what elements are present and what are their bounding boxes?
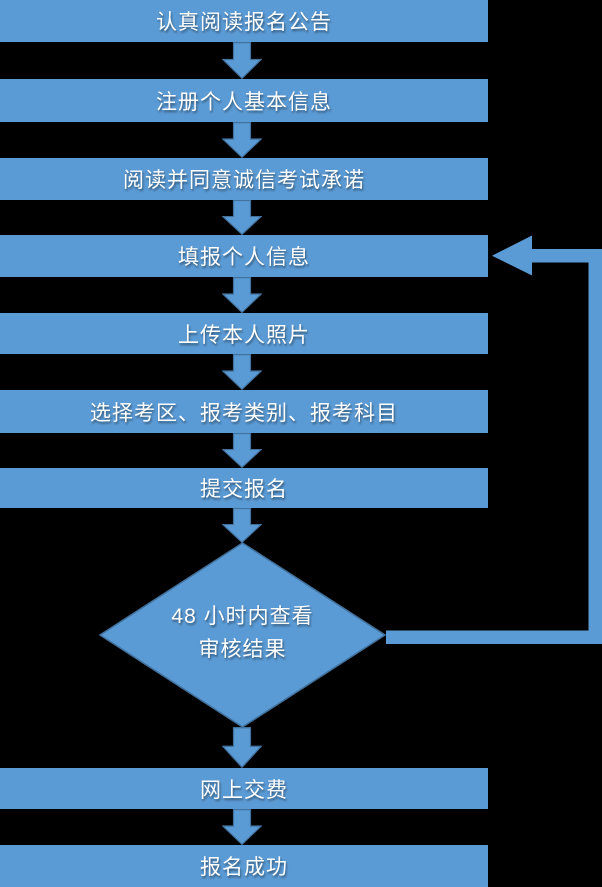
down-arrow-icon — [222, 277, 262, 313]
down-arrow-icon — [222, 727, 262, 768]
loop-connector — [386, 235, 602, 644]
loop-bottom-segment — [386, 630, 602, 644]
step-box-fill-personal-info: 填报个人信息 — [0, 235, 488, 277]
step-box-submit-registration: 提交报名 — [0, 468, 488, 508]
step-box-registration-success: 报名成功 — [0, 845, 488, 887]
down-arrow-icon — [222, 42, 262, 79]
step-label: 上传本人照片 — [178, 323, 310, 347]
step-label: 网上交费 — [200, 778, 288, 802]
step-label: 报名成功 — [200, 856, 288, 879]
step-label: 选择考区、报考类别、报考科目 — [90, 401, 398, 425]
step-box-agree-honesty-pledge: 阅读并同意诚信考试承诺 — [0, 158, 488, 200]
down-arrow-icon — [222, 508, 262, 543]
down-arrow-icon — [222, 200, 262, 235]
step-box-pay-online: 网上交费 — [0, 768, 488, 809]
decision-label: 48 小时内查看 审核结果 — [127, 600, 358, 666]
step-box-register-basic-info: 注册个人基本信息 — [0, 79, 488, 122]
down-arrow-icon — [222, 122, 262, 158]
step-label: 注册个人基本信息 — [156, 90, 332, 114]
step-label: 阅读并同意诚信考试承诺 — [123, 169, 365, 192]
step-label: 提交报名 — [200, 478, 288, 501]
decision-diamond — [98, 542, 387, 728]
loop-left-arrowhead-icon — [492, 235, 532, 276]
loop-vertical-segment — [588, 249, 602, 644]
step-label: 认真阅读报名公告 — [156, 11, 332, 34]
step-box-select-area-category-subject: 选择考区、报考类别、报考科目 — [0, 390, 488, 433]
loop-top-segment — [531, 249, 602, 263]
down-arrow-icon — [222, 433, 262, 468]
down-arrow-icon — [222, 809, 262, 845]
down-arrow-icon — [222, 354, 262, 390]
decision-label-line2: 审核结果 — [198, 638, 287, 661]
step-label: 填报个人信息 — [178, 246, 310, 269]
step-box-read-announcement: 认真阅读报名公告 — [0, 0, 488, 42]
step-box-upload-photo: 上传本人照片 — [0, 313, 488, 354]
decision-label-line1: 48 小时内查看 — [171, 605, 314, 628]
